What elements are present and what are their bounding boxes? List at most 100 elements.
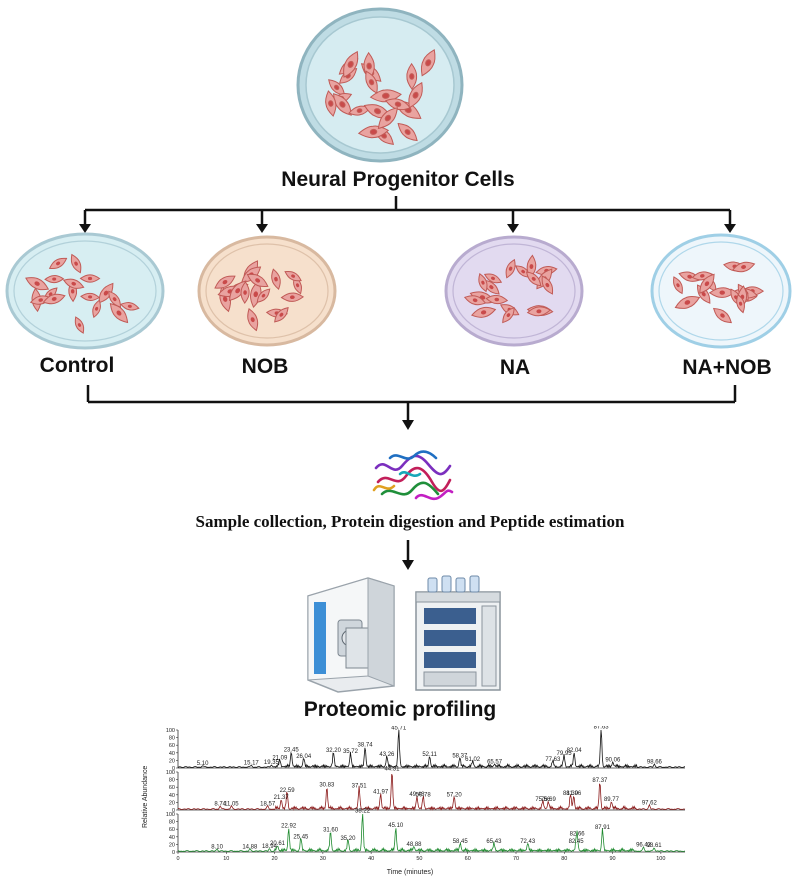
y-tick-label: 40 <box>169 835 175 841</box>
cell-cluster <box>325 49 436 145</box>
top-label: Neural Progenitor Cells <box>281 168 515 191</box>
peak-label: 58.37 <box>452 753 468 759</box>
x-tick-label: 50 <box>416 856 422 862</box>
peak-label: 75.56 <box>535 797 551 803</box>
cell <box>25 277 50 291</box>
top-petri-dish <box>296 7 464 163</box>
cell <box>280 292 305 302</box>
x-tick-label: 90 <box>610 856 616 862</box>
label-nob: NOB <box>241 355 289 378</box>
peak-label: 37.51 <box>352 784 368 790</box>
peak-label: 22.59 <box>280 788 296 794</box>
peak-label: 72.43 <box>520 839 536 845</box>
cell <box>397 122 418 142</box>
label-control: Control <box>39 354 115 377</box>
peak-label: 41.97 <box>373 789 389 795</box>
sample-step-label: Sample collection, Protein digestion and… <box>195 512 625 531</box>
y-axis-title: Relative Abundance <box>142 766 149 828</box>
peak-label: 5.10 <box>197 761 209 767</box>
peak-label: 65.57 <box>487 759 503 765</box>
cell <box>731 261 756 273</box>
trace-line <box>177 729 686 769</box>
trace-line <box>177 813 686 853</box>
peak-label: 35.20 <box>340 836 356 842</box>
x-tick-label: 20 <box>272 856 278 862</box>
peak-label: 31.60 <box>323 828 339 834</box>
cell <box>502 307 515 324</box>
cell <box>108 290 122 308</box>
cell-cluster <box>463 254 558 324</box>
x-tick-label: 10 <box>223 856 229 862</box>
dish-control <box>5 232 165 350</box>
cell <box>247 308 259 332</box>
peak-label: 32.20 <box>326 748 342 754</box>
chromatogram-panel: Relative Abundance Time (minutes) 020406… <box>142 726 686 876</box>
peak-label: 8.74 <box>214 801 226 807</box>
x-tick-label: 100 <box>656 856 665 862</box>
cell <box>483 273 503 284</box>
x-axis-title: Time (minutes) <box>387 869 433 876</box>
peak-label: 21.09 <box>272 756 288 762</box>
cell <box>406 62 418 90</box>
peak-label: 23.45 <box>284 747 300 753</box>
cell <box>699 273 715 294</box>
y-tick-label: 60 <box>169 785 175 791</box>
cell <box>348 105 371 116</box>
cell <box>525 271 542 287</box>
cell <box>325 90 337 117</box>
cell <box>214 275 236 289</box>
y-tick-label: 100 <box>166 728 175 734</box>
peak-label: 44.31 <box>384 767 400 773</box>
peak-label: 87.37 <box>592 778 608 784</box>
y-tick-label: 100 <box>166 770 175 776</box>
peak-label: 50.78 <box>416 792 432 798</box>
peptide-squiggle-icon <box>372 450 454 501</box>
peak-label: 81.96 <box>566 791 582 797</box>
peak-label: 79.95 <box>557 751 573 757</box>
peak-label: 18.94 <box>262 844 278 850</box>
cell-cluster <box>214 260 305 332</box>
cell <box>384 98 412 111</box>
x-tick-label: 30 <box>320 856 326 862</box>
peak-label: 20.61 <box>270 841 286 847</box>
cell <box>328 79 346 96</box>
peak-label: 82.66 <box>570 831 586 837</box>
cell <box>708 287 736 298</box>
peak-label: 8.10 <box>211 845 223 851</box>
cell <box>377 107 398 129</box>
y-tick-label: 100 <box>166 812 175 818</box>
cell <box>92 299 101 319</box>
cell <box>365 70 378 94</box>
cell <box>274 306 289 323</box>
cell <box>408 81 423 109</box>
dish-na <box>444 235 584 347</box>
y-tick-label: 80 <box>169 778 175 784</box>
cell <box>70 253 82 274</box>
y-tick-label: 20 <box>169 800 175 806</box>
cell <box>256 288 271 303</box>
lc-ms-instrument-icon <box>307 575 501 693</box>
y-tick-label: 40 <box>169 793 175 799</box>
cell <box>470 306 497 318</box>
cell <box>673 276 683 295</box>
cell <box>240 281 250 304</box>
cell <box>48 257 68 269</box>
cell <box>463 295 487 306</box>
peak-label: 52.11 <box>422 752 437 758</box>
y-tick-label: 20 <box>169 842 175 848</box>
cell <box>120 302 140 311</box>
y-tick-label: 0 <box>172 850 175 856</box>
peak-label: 58.45 <box>453 839 469 845</box>
trace-line <box>177 773 686 811</box>
cell <box>420 49 436 77</box>
peak-label: 35.72 <box>343 749 359 755</box>
y-tick-label: 80 <box>169 820 175 826</box>
label-na-nob: NA+NOB <box>682 356 772 379</box>
cell <box>541 275 554 295</box>
peak-label: 15.17 <box>244 761 260 767</box>
x-tick-label: 60 <box>465 856 471 862</box>
cell <box>80 292 101 301</box>
peak-label: 65.43 <box>486 839 502 845</box>
